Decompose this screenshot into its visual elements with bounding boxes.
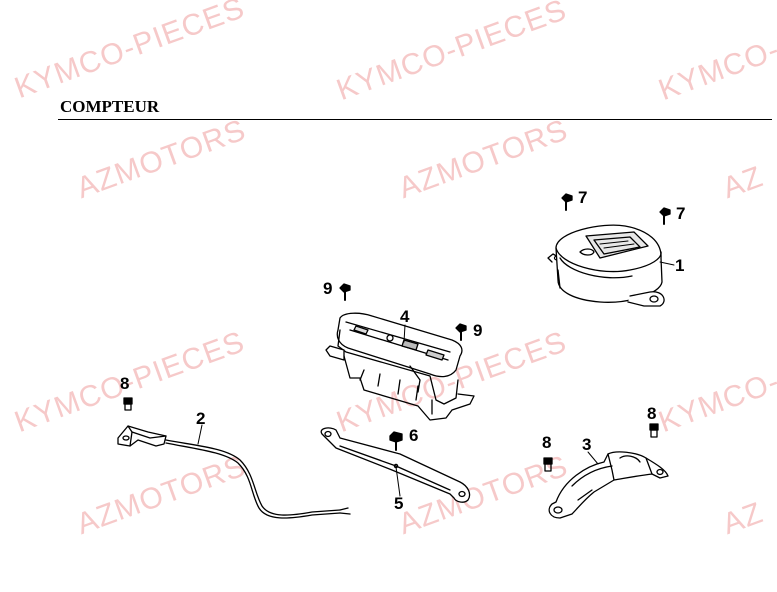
mounting-stay-part: [320, 427, 471, 503]
callout-3: 3: [582, 435, 592, 454]
screw-9-right: [455, 323, 467, 341]
bracket-cover-part: [548, 451, 669, 519]
callout-1: 1: [675, 256, 685, 275]
callout-8-left: 8: [120, 374, 130, 393]
page-title: COMPTEUR: [60, 97, 160, 116]
callout-8-right: 8: [647, 404, 657, 423]
leader-lines: [197, 261, 675, 497]
callout-6: 6: [409, 426, 419, 445]
screw-9-left: [339, 283, 351, 301]
callout-8-middle: 8: [542, 433, 552, 452]
callout-9-left: 9: [323, 279, 333, 298]
callout-2: 2: [196, 409, 206, 428]
callout-7-right: 7: [676, 204, 686, 223]
bolt-8-right: [649, 423, 659, 438]
speed-sensor-cable-part: [117, 425, 351, 519]
callout-5: 5: [394, 494, 404, 513]
callout-9-right: 9: [473, 321, 483, 340]
callout-7-left: 7: [578, 188, 588, 207]
callout-4: 4: [400, 307, 410, 326]
screw-6: [389, 431, 403, 451]
bolt-8-left: [123, 397, 133, 411]
indicator-housing-part: [325, 312, 475, 421]
screw-7-left: [561, 193, 573, 211]
title-rule: [58, 119, 772, 120]
bolt-8-middle: [543, 457, 553, 472]
meter-part: [547, 224, 665, 307]
screw-7-right: [659, 207, 671, 225]
